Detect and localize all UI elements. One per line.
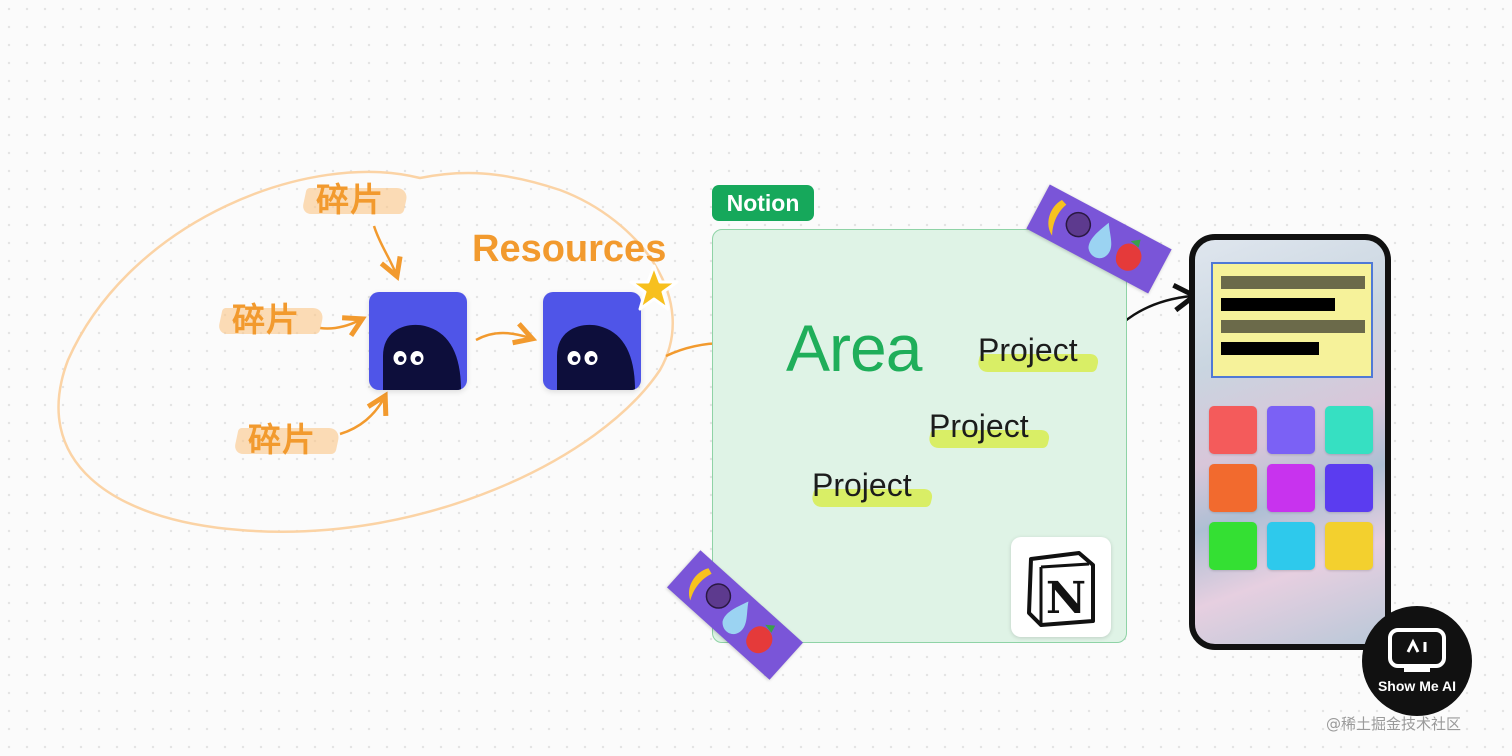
- resources-label: Resources: [472, 228, 667, 270]
- star-icon: [629, 264, 679, 311]
- app-tile: [1325, 464, 1373, 512]
- widget-line: [1221, 298, 1335, 311]
- capture-loop: [57, 170, 674, 533]
- show-me-ai-badge: [1362, 606, 1472, 716]
- fragment-label-middle: 碎片: [217, 298, 325, 342]
- area-label: Area: [786, 311, 922, 385]
- app-tile: [1267, 522, 1315, 570]
- notion-tag: Notion: [712, 185, 814, 221]
- ghost-icon: [383, 324, 461, 390]
- notion-logo-letter: N: [1046, 573, 1086, 624]
- project-label-3: Project: [809, 467, 934, 507]
- resources-app-icon: [543, 292, 641, 390]
- arrow-top-fragment: [372, 225, 396, 274]
- washi-tape-bottom: [666, 550, 804, 680]
- fruit-sticker-icon: [1048, 200, 1142, 271]
- app-tile: [1209, 406, 1257, 454]
- site-credit: @稀土掘金技术社区: [1326, 715, 1462, 733]
- fruit-sticker-icon: [689, 568, 776, 654]
- arrow-icon-to-resources: [475, 333, 530, 340]
- app-tile: [1325, 522, 1373, 570]
- arrow-middle-fragment: [319, 320, 360, 329]
- widget-line: [1221, 320, 1365, 333]
- fragment-label-top: 碎片: [301, 178, 409, 222]
- app-tile: [1267, 406, 1315, 454]
- widget-line: [1221, 342, 1319, 355]
- app-tile: [1325, 406, 1373, 454]
- notion-logo: N: [1011, 537, 1111, 637]
- note-widget: [1211, 262, 1373, 378]
- robot-monitor-icon: [1388, 628, 1446, 672]
- widget-line: [1221, 276, 1365, 289]
- ghost-icon: [557, 324, 635, 390]
- app-tile: [1209, 464, 1257, 512]
- phone-mockup: [1189, 234, 1391, 650]
- fragment-label-bottom: 碎片: [233, 418, 341, 462]
- app-tile: [1267, 464, 1315, 512]
- project-label-1: Project: [975, 332, 1100, 372]
- badge-text: Show Me AI: [1377, 678, 1457, 694]
- notion-icon: N: [1027, 551, 1095, 627]
- washi-tape-top: [1026, 184, 1172, 294]
- app-tile: [1209, 522, 1257, 570]
- capture-app-icon: [369, 292, 467, 390]
- project-label-2: Project: [926, 408, 1051, 448]
- arrow-bottom-fragment: [339, 398, 384, 436]
